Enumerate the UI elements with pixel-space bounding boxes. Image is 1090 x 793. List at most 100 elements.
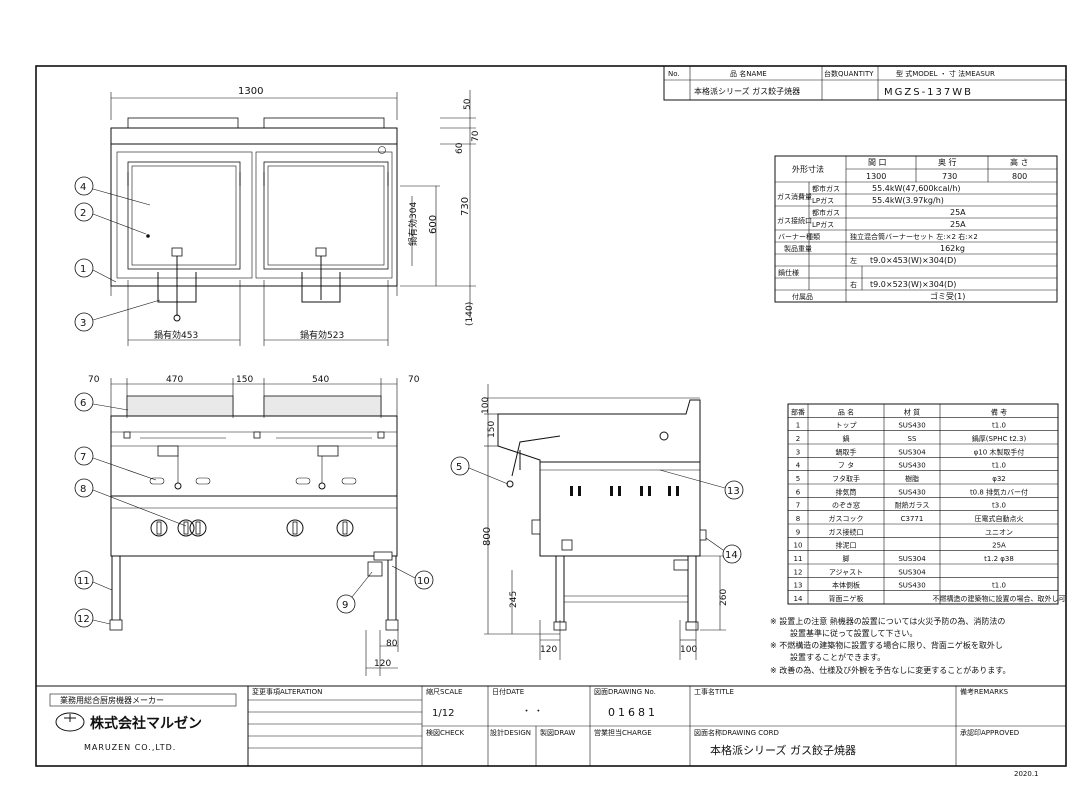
title-block: 業務用総合厨房機器メーカー 株式会社マルゼン MARUZEN CO.,LTD. … [36, 685, 1066, 766]
parts-header-1: 品 名 [838, 407, 854, 416]
parts-table [787, 403, 1059, 605]
header-model-value: MGZS-137WB [884, 87, 973, 98]
parts-cell: ガス接続口 [829, 527, 864, 536]
parts-header-3: 備 考 [991, 407, 1007, 416]
parts-cell: 12 [794, 568, 803, 576]
header-no-label: No. [668, 70, 680, 78]
approved-label: 承認印APPROVED [960, 728, 1019, 737]
front-view: 70 470 150 540 70 [74, 375, 434, 676]
parts-cell: トップ [836, 422, 857, 430]
parts-cell: 8 [796, 515, 800, 523]
spec-val-depth: 730 [942, 172, 957, 181]
parts-cell: SUS430 [898, 582, 925, 590]
parts-cell: φ32 [992, 475, 1006, 483]
draw-label: 製図DRAW [540, 728, 575, 737]
parts-cell: 11 [794, 555, 803, 563]
parts-cell: 本体側板 [832, 581, 860, 590]
callout-7: 7 [80, 452, 86, 463]
dim-50: 50 [463, 98, 473, 110]
spec-conn-lp-value: 25A [950, 220, 966, 229]
spec-weight-value: 162kg [940, 244, 965, 253]
parts-cell: アジャスト [829, 568, 863, 576]
dim-304: 鍋有効304 [407, 202, 419, 246]
dim-120b: 120 [374, 659, 391, 669]
parts-cell: 10 [794, 542, 803, 550]
parts-cell: 鍋 [843, 434, 850, 443]
dim-245: 245 [509, 591, 519, 608]
sheet-border [35, 65, 1067, 767]
spec-conn-city-label: 都市ガス [812, 208, 840, 217]
parts-cell: ユニオン [985, 528, 1013, 536]
parts-cell: SUS430 [898, 488, 925, 496]
front-dim-470: 470 [166, 375, 183, 385]
dim-60: 60 [455, 142, 465, 154]
parts-cell: ガスコック [829, 514, 864, 523]
pan-left-dim: 鍋有効453 [154, 329, 198, 341]
spec-gas-lp-value: 55.4kW(3.97kg/h) [872, 196, 944, 205]
parts-cell: 鍋取手 [836, 447, 857, 456]
spec-val-height: 800 [1012, 172, 1027, 181]
header-table: No. 品 名NAME 台数QUANTITY 型 式MODEL ・ 寸 法MEA… [663, 65, 1067, 101]
spec-dim-label: 外形寸法 [792, 164, 824, 174]
parts-cell: SS [908, 435, 917, 443]
parts-cell: t1.0 [992, 422, 1006, 430]
parts-cell: 2 [796, 435, 800, 443]
spec-col-height: 高 さ [1010, 157, 1029, 167]
drawing-no-label: 図面DRAWING No. [594, 688, 656, 696]
parts-header-0: 部番 [791, 407, 805, 416]
scale-label: 縮尺SCALE [426, 687, 462, 696]
parts-cell: フタ取手 [832, 474, 860, 483]
date-label: 日付DATE [492, 687, 524, 696]
parts-cell: のぞき窓 [832, 501, 860, 510]
parts-cell: 3 [796, 448, 800, 456]
drawing-no-value: 01681 [608, 706, 658, 719]
front-dim-70b: 70 [408, 375, 420, 385]
parts-cell: SUS304 [898, 555, 926, 563]
spec-pan-right-value: t9.0×523(W)×304(D) [870, 280, 956, 289]
parts-cell: 6 [796, 488, 801, 496]
parts-cell: 樹脂 [905, 474, 919, 483]
cord-value: 本格派シリーズ ガス餃子焼器 [710, 743, 856, 757]
spec-pan-left-label: 左 [850, 256, 857, 265]
spec-gas-consumption: ガス消費量 [777, 192, 812, 201]
spec-accessory-value: ゴミ受(1) [930, 291, 965, 301]
company-en: MARUZEN CO.,LTD. [84, 743, 176, 752]
callout-10: 10 [417, 576, 430, 587]
spec-pan-label: 鍋仕様 [778, 268, 799, 277]
dim-140: (140) [465, 302, 475, 326]
parts-cell: 13 [794, 582, 803, 590]
parts-header-2: 材 質 [904, 407, 920, 416]
parts-cell: 鍋厚(SPHC t2.3) [972, 434, 1027, 443]
spec-pan-right-label: 右 [850, 280, 857, 289]
parts-cell: SUS304 [898, 448, 926, 456]
company-tag: 業務用総合厨房機器メーカー [60, 695, 164, 705]
spec-gas-city-value: 55.4kW(47,600kcal/h) [872, 184, 961, 193]
parts-cell: 不燃構造の建築物に設置の場合、取外し可 [933, 594, 1066, 603]
callout-8: 8 [80, 484, 86, 495]
parts-cell: SUS430 [898, 422, 925, 430]
parts-table-rows: 部番 品 名 材 質 備 考 1 トップ SUS430 t1.0 2 鍋 SS 鍋厚(SPHC t2.… [788, 407, 1066, 603]
dim-100b: 100 [680, 645, 697, 655]
alteration-label: 変更事項ALTERATION [252, 687, 322, 696]
callout-6: 6 [80, 398, 86, 409]
note-4: 設置することができます。 [790, 652, 885, 662]
callout-5: 5 [456, 462, 462, 473]
parts-cell: 耐熱ガラス [895, 501, 930, 510]
parts-cell: 1 [796, 422, 800, 430]
callout-12: 12 [77, 614, 90, 625]
parts-cell: 背面ニゲ板 [829, 594, 864, 603]
parts-cell: フ タ [838, 461, 854, 470]
date-value: ・ ・ [522, 707, 543, 717]
dim-800: 800 [482, 527, 493, 546]
top-width-dim: 1300 [238, 86, 263, 97]
parts-cell: 7 [796, 502, 800, 510]
top-view: 1300 50 70 [74, 86, 481, 346]
dim-120a: 120 [540, 645, 557, 655]
spec-gas-city-label: 都市ガス [812, 184, 840, 193]
callout-13: 13 [727, 486, 740, 497]
spec-conn-lp-label: LPガス [812, 220, 834, 229]
front-dim-150: 150 [236, 375, 253, 385]
parts-cell: t1.0 [992, 582, 1006, 590]
header-model-label: 型 式MODEL ・ 寸 法MEASUR [896, 69, 995, 78]
